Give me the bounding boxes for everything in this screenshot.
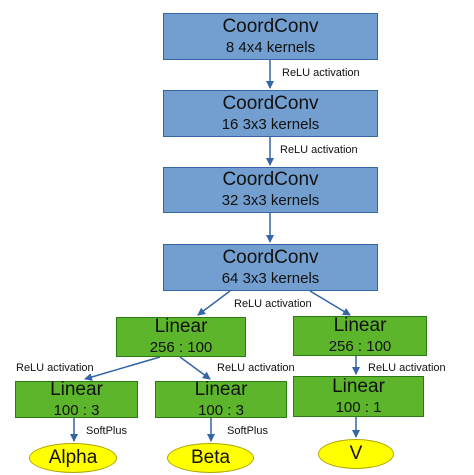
- coordconv-node-2: CoordConv 16 3x3 kernels: [163, 90, 378, 137]
- node-title: CoordConv: [222, 15, 319, 37]
- edge-label-relu-2: ReLU activation: [280, 144, 358, 156]
- output-label: V: [349, 443, 363, 464]
- node-detail: 64 3x3 kernels: [221, 269, 320, 287]
- node-title: Linear: [154, 316, 208, 338]
- edge-label-softplus-1: SoftPlus: [86, 425, 127, 437]
- edge-label-softplus-2: SoftPlus: [227, 425, 268, 437]
- node-detail: 256 : 100: [149, 339, 213, 357]
- node-title: Linear: [333, 315, 387, 337]
- coordconv-node-1: CoordConv 8 4x4 kernels: [163, 13, 378, 60]
- linear-node-a: Linear 256 : 100: [116, 316, 246, 357]
- linear-node-e: Linear 100 : 1: [293, 376, 424, 417]
- node-title: CoordConv: [222, 169, 319, 191]
- edge-conv4-linB: [309, 290, 351, 316]
- output-v: V: [318, 439, 394, 469]
- node-detail: 8 4x4 kernels: [225, 38, 316, 56]
- node-title: Linear: [332, 375, 385, 397]
- node-title: CoordConv: [222, 246, 319, 268]
- coordconv-node-3: CoordConv 32 3x3 kernels: [163, 167, 378, 213]
- linear-node-c: Linear 100 : 3: [15, 378, 138, 419]
- node-title: CoordConv: [222, 92, 319, 114]
- node-detail: 16 3x3 kernels: [221, 115, 320, 133]
- output-label: Beta: [190, 447, 231, 468]
- linear-node-d: Linear 100 : 3: [155, 378, 287, 419]
- node-detail: 100 : 3: [53, 401, 100, 419]
- edge-linA-linC: [84, 356, 161, 381]
- node-detail: 32 3x3 kernels: [221, 192, 320, 210]
- edge-label-relu-1: ReLU activation: [282, 67, 360, 79]
- output-alpha: Alpha: [29, 443, 117, 473]
- coordconv-node-4: CoordConv 64 3x3 kernels: [163, 244, 378, 291]
- node-detail: 100 : 1: [335, 398, 382, 416]
- edge-label-relu-4: ReLU activation: [16, 362, 94, 374]
- node-title: Linear: [50, 378, 103, 400]
- edge-label-relu-6: ReLU activation: [368, 362, 446, 374]
- edge-label-relu-5: ReLU activation: [217, 362, 295, 374]
- edge-label-relu-3: ReLU activation: [234, 298, 312, 310]
- node-detail: 256 : 100: [328, 338, 392, 356]
- output-beta: Beta: [167, 443, 254, 473]
- linear-node-b: Linear 256 : 100: [293, 315, 427, 356]
- node-title: Linear: [194, 378, 248, 400]
- node-detail: 100 : 3: [198, 401, 244, 419]
- edge-conv4-linA: [197, 290, 231, 316]
- edge-linA-linD: [179, 356, 211, 380]
- output-label: Alpha: [48, 447, 98, 468]
